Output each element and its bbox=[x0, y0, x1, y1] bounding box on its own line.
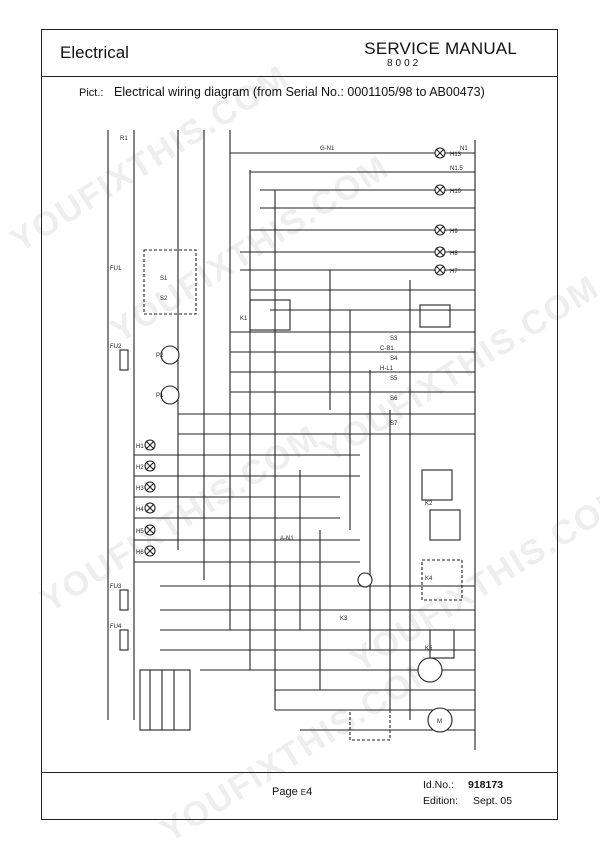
lamp-label: H2 bbox=[136, 465, 144, 471]
wire-label: R1 bbox=[120, 136, 128, 142]
page-footer: Page E4 Id.No.: 918173 Edition: Sept. 05 bbox=[42, 772, 557, 819]
wire-label: N1.5 bbox=[450, 166, 463, 172]
lamp-label: H5 bbox=[136, 529, 144, 535]
section-title: Electrical bbox=[60, 43, 129, 62]
switch-label: S7 bbox=[390, 421, 398, 427]
lamp-label: H10 bbox=[450, 189, 462, 195]
lamp-label: H6 bbox=[136, 550, 144, 556]
page-number-value: 4 bbox=[306, 786, 313, 798]
relay-label: K3 bbox=[340, 616, 348, 622]
manual-title: SERVICE MANUAL bbox=[364, 39, 517, 58]
page-prefix: Page bbox=[272, 786, 301, 798]
switch-label: S5 bbox=[390, 376, 398, 382]
switch-label: S4 bbox=[390, 356, 398, 362]
picture-label: Pict.: bbox=[79, 87, 104, 99]
wire-label: G-N1 bbox=[320, 146, 335, 152]
lamp-label: H7 bbox=[450, 269, 458, 275]
id-label: Id.No.: bbox=[423, 779, 454, 791]
edition-value: Sept. 05 bbox=[473, 795, 513, 807]
fuse-label: FU4 bbox=[110, 624, 122, 630]
lamp-label: H9 bbox=[450, 229, 458, 235]
page-number: Page E4 bbox=[272, 786, 312, 798]
wiring-diagram: FU1 FU2 FU3 FU4 P2 P1 K1 K2 K3 K4 K5 M S… bbox=[107, 130, 476, 750]
relay-label: K2 bbox=[425, 501, 433, 507]
switch-label: S2 bbox=[160, 296, 168, 302]
pressure-label: P2 bbox=[156, 353, 164, 359]
lamp-label: H1 bbox=[136, 444, 144, 450]
document-page: Electrical SERVICE MANUAL 8002 Pict.: El… bbox=[41, 29, 558, 820]
picture-title: Electrical wiring diagram (from Serial N… bbox=[114, 85, 485, 99]
relay-label: K5 bbox=[425, 646, 433, 652]
page-header: Electrical SERVICE MANUAL 8002 bbox=[42, 30, 557, 77]
switch-label: S6 bbox=[390, 396, 398, 402]
wire-label: N1 bbox=[460, 146, 468, 152]
edition-label: Edition: bbox=[423, 795, 459, 807]
wire-label: A-N1 bbox=[280, 536, 294, 542]
switch-label: S3 bbox=[390, 336, 398, 342]
relay-label: K4 bbox=[425, 576, 433, 582]
fuse-label: FU2 bbox=[110, 344, 122, 350]
wire-label: C-B1 bbox=[380, 346, 394, 352]
id-value: 918173 bbox=[468, 779, 504, 791]
fuse-label: FU1 bbox=[110, 266, 122, 272]
switch-label: S1 bbox=[160, 276, 168, 282]
lamp-label: H4 bbox=[136, 507, 144, 513]
lamp-label: H8 bbox=[450, 251, 458, 257]
fuse-label: FU3 bbox=[110, 584, 122, 590]
page-section: E bbox=[300, 788, 307, 797]
lamp-label: H13 bbox=[450, 152, 462, 158]
motor-label: M bbox=[437, 719, 442, 725]
lamp-label: H3 bbox=[136, 486, 144, 492]
wire-label: H-L1 bbox=[380, 366, 394, 372]
pressure-label: P1 bbox=[156, 393, 164, 399]
relay-label: K1 bbox=[240, 316, 248, 322]
model-number: 8002 bbox=[387, 58, 422, 69]
